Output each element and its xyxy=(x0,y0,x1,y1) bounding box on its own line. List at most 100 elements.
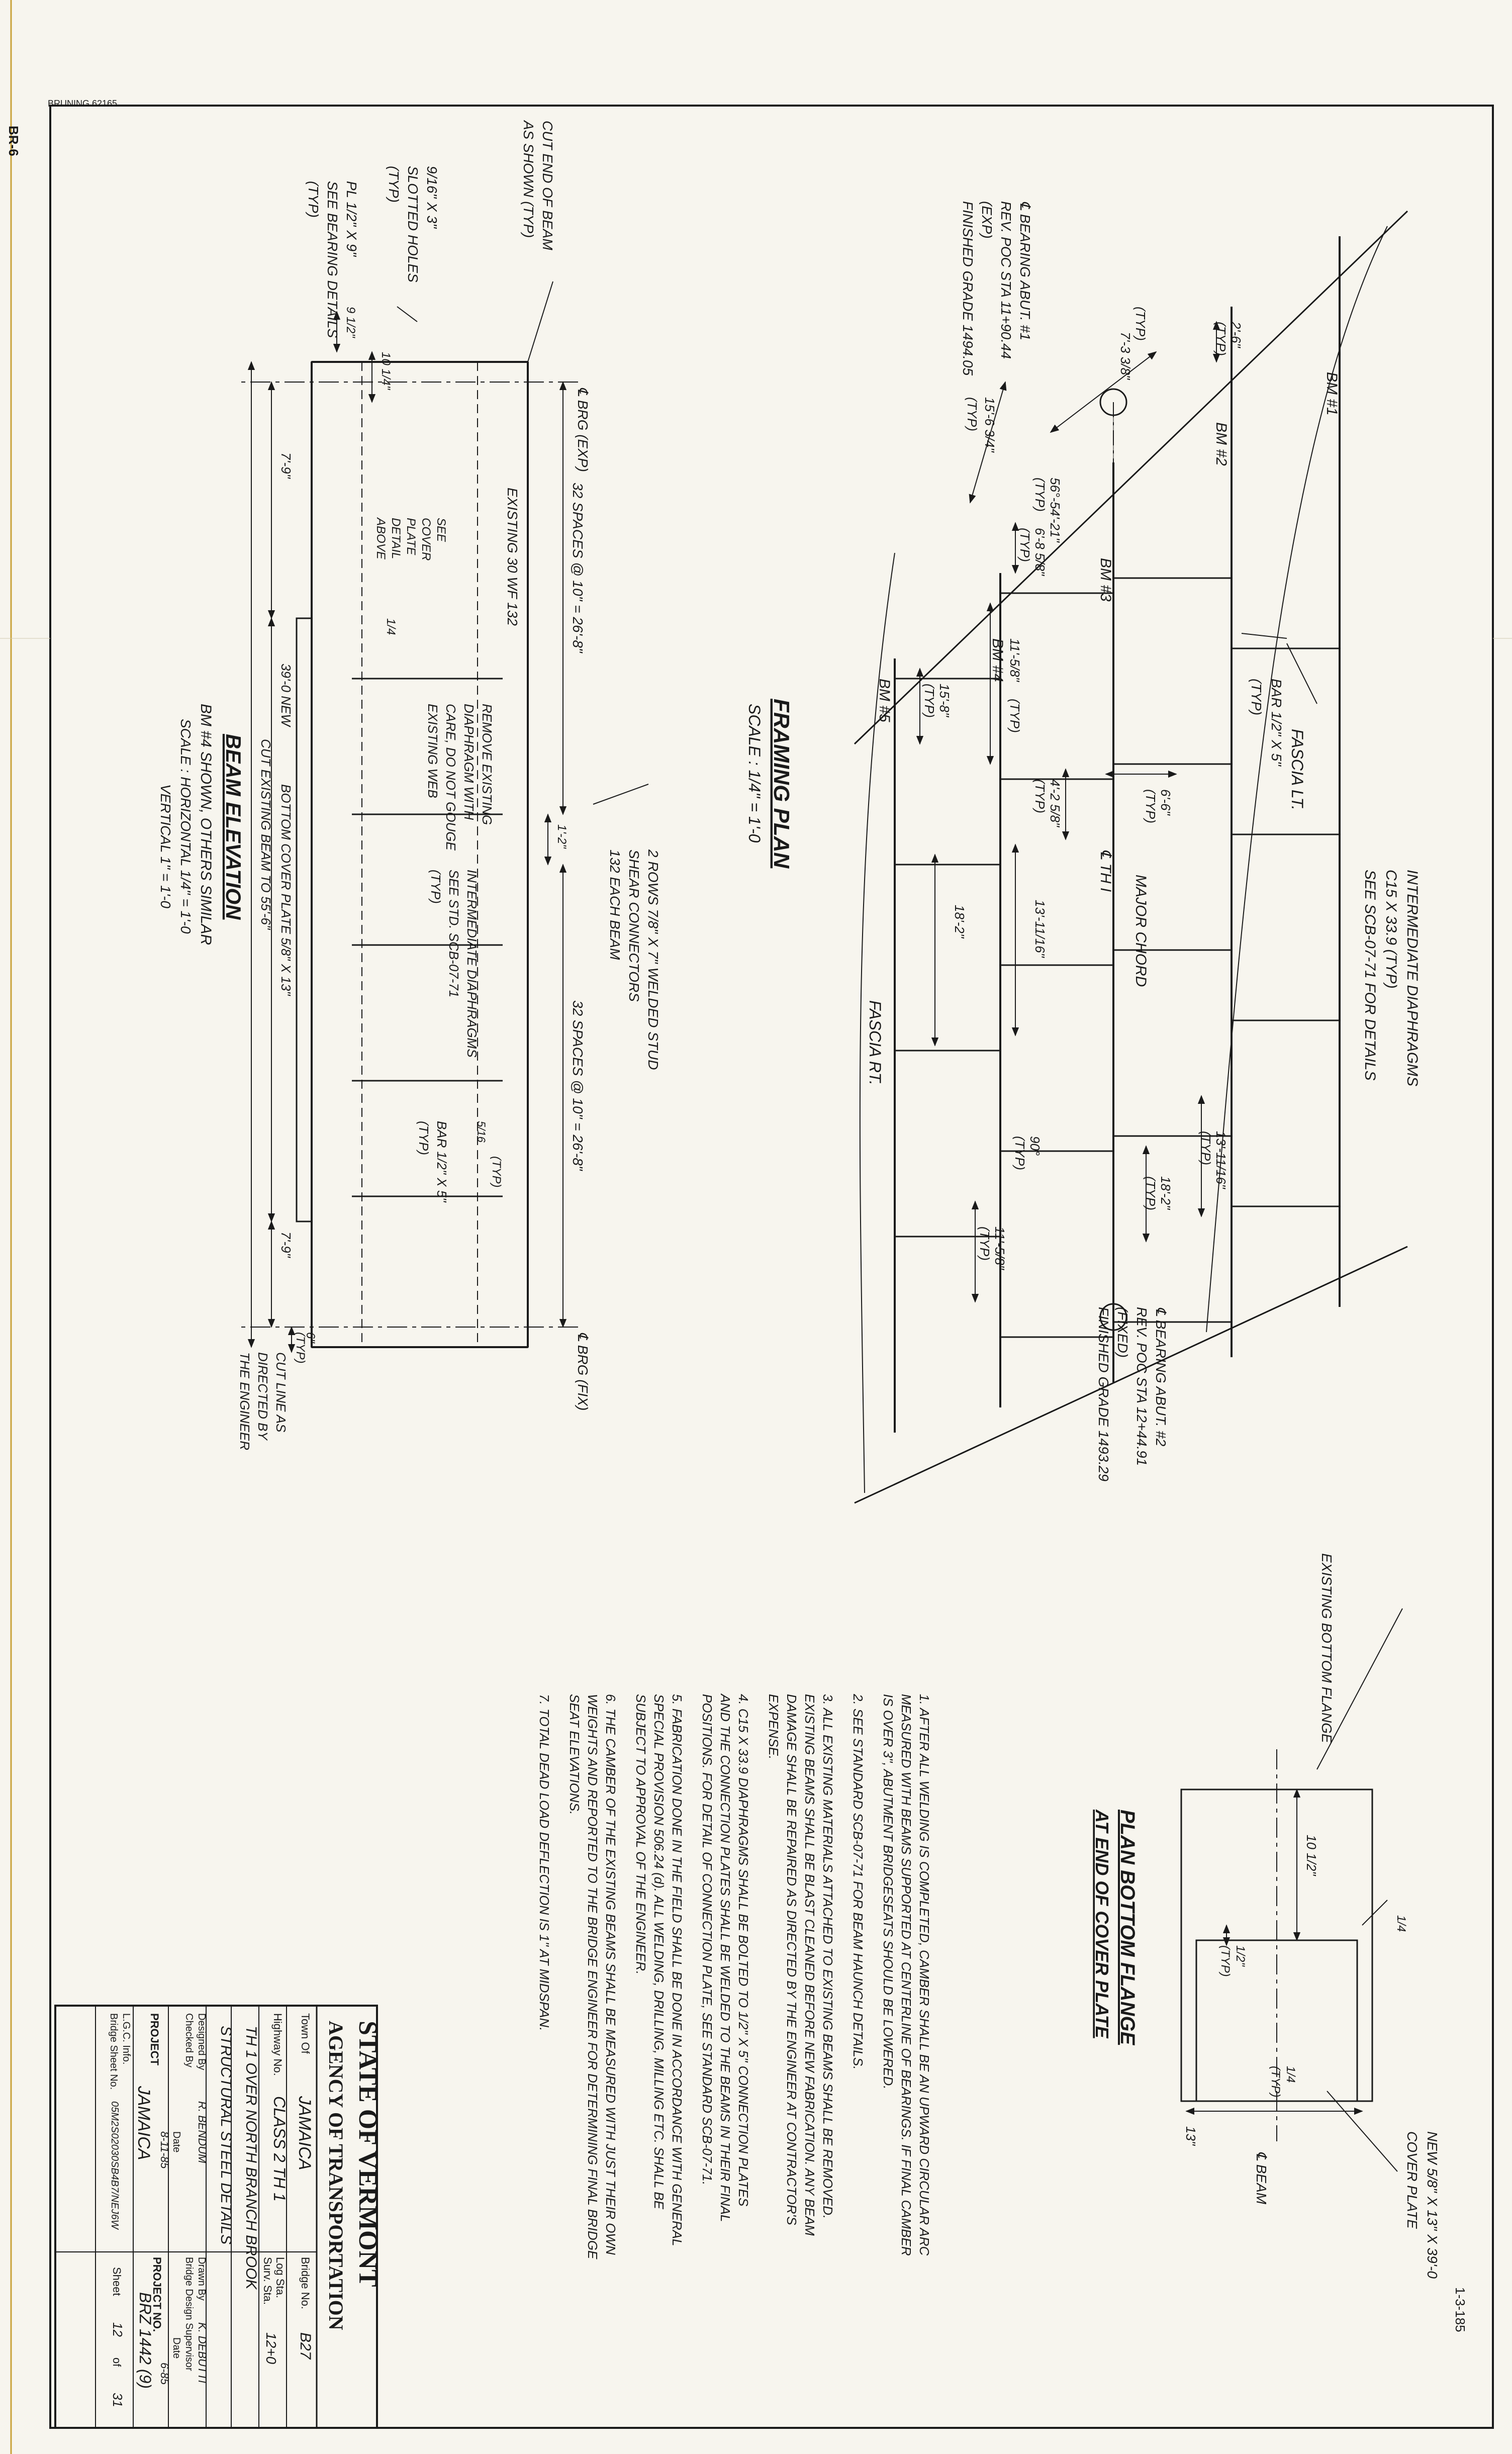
tb-log-sta-label: Log Sta. xyxy=(274,2257,287,2298)
th-centerline-label: ℄ TH I xyxy=(1097,850,1114,892)
beam-slotted-line-3: (TYP) xyxy=(386,166,402,203)
tb-sheet-desc: STRUCTURAL STEEL DETAILS xyxy=(218,2026,234,2244)
beam-cut-end-line-2: AS SHOWN (TYP) xyxy=(521,120,536,238)
dim-2-6-typ: (TYP) xyxy=(1213,322,1228,356)
cover-detail-new-plate-note-line-2: COVER PLATE xyxy=(1404,2131,1420,2229)
tb-surv-sta: 12+0 xyxy=(263,2332,279,2364)
dim-18-2-right-text: 18'-2" xyxy=(1158,1176,1173,1210)
tb-project-label: PROJECT xyxy=(148,2013,161,2065)
bearing-abut-1-note-line-4: FINISHED GRADE 1494.05 xyxy=(960,201,976,375)
beam-cover-ref-line-3: PLATE xyxy=(404,518,418,555)
beam-plate-line-2: SEE BEARING DETAILS xyxy=(325,181,340,338)
cover-detail-title: PLAN BOTTOM FLANGE xyxy=(1116,1810,1139,2045)
tb-highway-label: Highway No. xyxy=(271,2013,284,2076)
beam-plate-line-1: PL 1/2" X 9" xyxy=(344,181,359,257)
general-note-3-cont-1: EXISTING BEAMS SHALL BE BLAST CLEANED BE… xyxy=(802,1694,817,2236)
beam-cover-ref-line-2: COVER xyxy=(419,518,433,560)
diaphragm-note-line-1: INTERMEDIATE DIAPHRAGMS xyxy=(1404,870,1421,1086)
dim-6-6-typ: (TYP) xyxy=(1143,789,1158,823)
framing-bar-note-line-2: (TYP) xyxy=(1249,679,1264,715)
fascia-lt-label: FASCIA LT. xyxy=(1288,729,1306,810)
tb-project-no-label: PROJECT NO. xyxy=(151,2257,163,2332)
cover-detail-existing-flange: EXISTING BOTTOM FLANGE xyxy=(1319,1553,1335,1743)
framing-plan-scale: SCALE : 1/4" = 1'-0 xyxy=(745,704,764,842)
beam-elevation-scale-h: SCALE : HORIZONTAL 1/4" = 1'-0 xyxy=(178,719,194,934)
beam-dim-6: 6" xyxy=(304,1332,317,1344)
tb-surv-sta-label: Surv. Sta. xyxy=(261,2257,274,2305)
cover-detail-leader-existing xyxy=(1316,1608,1403,1770)
beam-stud-note-line-3: 132 EACH BEAM xyxy=(607,850,623,960)
beam-inter-diaph-line-3: (TYP) xyxy=(428,870,443,904)
beam-cover-ref-line-4: DETAIL xyxy=(389,518,403,559)
tb-designed-label: Designed By xyxy=(196,2013,207,2070)
tb-town-label: Town Of xyxy=(299,2013,312,2054)
dim-7-3-8 xyxy=(1050,351,1157,433)
beam-cut-end-line-1: CUT END OF BEAM xyxy=(540,121,555,250)
tb-drawn: K. DEBUTTI xyxy=(196,2322,209,2383)
general-note-3: 3. ALL EXISTING MATERIALS ATTACHED TO EX… xyxy=(820,1694,835,2219)
general-note-1: 1. AFTER ALL WELDING IS COMPLETED, CAMBE… xyxy=(917,1694,932,2256)
dim-6-8-5-8-typ: (TYP) xyxy=(1017,528,1032,562)
beam-spaces-right: 32 SPACES @ 10" = 26'-8" xyxy=(570,1000,586,1171)
general-note-6-cont-2: SEAT ELEVATIONS. xyxy=(567,1694,582,1815)
beam-cut-line-line-1: CUT LINE AS xyxy=(273,1352,289,1433)
general-note-3-cont-3: EXPENSE. xyxy=(766,1694,781,1759)
general-note-4-cont-1: AND THE CONNECTION PLATES SHALL BE WELDE… xyxy=(718,1693,733,2222)
tb-sheet-no: 12 xyxy=(110,2322,125,2337)
framing-bar-note-line-1: BAR 1/2" X 5" xyxy=(1269,679,1284,767)
beam-dim-10-1-4: 10 1/4" xyxy=(379,352,393,391)
beam-bar-note-line-2: (TYP) xyxy=(416,1121,431,1155)
dim-11-5-8-right-typ: (TYP) xyxy=(977,1226,992,1261)
tb-bridge-sheet-label: Bridge Sheet No. xyxy=(108,2013,119,2090)
dim-11-5-8-right-text: 11'-5/8" xyxy=(992,1226,1007,1271)
bearing-abut-1-note-line-3: (EXP) xyxy=(979,201,995,239)
dim-18-2-right-typ: (TYP) xyxy=(1143,1176,1158,1210)
tb-project: JAMAICA xyxy=(134,2086,153,2160)
beam-elevation-scale-v: VERTICAL 1" = 1'-0 xyxy=(158,784,173,908)
beam-brg-exp: ℄ BRG (EXP) xyxy=(575,387,591,472)
general-note-4: 4. C15 X 33.9 DIAPHRAGMS SHALL BE BOLTED… xyxy=(736,1694,751,2207)
beam-elevation-outline xyxy=(311,361,529,1348)
beam-dim-1-2: 1'-2" xyxy=(555,824,569,849)
beam-label-bm5: BM #5 xyxy=(876,679,893,722)
dim-15-6-3-4-typ: (TYP) xyxy=(965,397,980,431)
dim-11-5-8-text: 11'-5/8" xyxy=(1007,638,1022,683)
beam-dim-6-typ: (TYP) xyxy=(294,1332,307,1364)
tb-lgc-label: L.G.C. Info. xyxy=(121,2013,132,2064)
dim-15-8-typ: (TYP) xyxy=(922,684,937,718)
beam-weld-1-4: 1/4 xyxy=(384,618,398,635)
beam-dim-9-1-2: 9 1/2" xyxy=(344,307,357,338)
fascia-rt-label: FASCIA RT. xyxy=(866,1000,884,1085)
cover-detail-beam-cl-label: ℄ BEAM xyxy=(1254,2151,1269,2205)
leader-stud-note xyxy=(593,784,649,805)
beam-inter-diaph-line-2: SEE STD. SCB-07-71 xyxy=(446,870,461,997)
beam-cut-line-line-3: THE ENGINEER xyxy=(237,1352,252,1450)
general-note-3-cont-2: DAMAGE SHALL BE REPAIRED AS DIRECTED BY … xyxy=(784,1694,799,2225)
tb-bridge-sheet: 05M2S02030SB4B7/NEJ6W xyxy=(109,2101,120,2230)
bearing-abut-2-note-line-4: FINISHED GRADE 1493.29 xyxy=(1096,1307,1111,1481)
leader-slotted xyxy=(397,306,418,322)
beam-cut-existing: CUT EXISTING BEAM TO 55'-6" xyxy=(258,739,273,930)
beam-stud-note-line-2: SHEAR CONNECTORS xyxy=(626,850,642,1002)
dim-13-11-16-right-text: 13'-11/16" xyxy=(1213,1131,1228,1190)
tb-sheet-label: Sheet xyxy=(111,2267,123,2296)
tb-checked-label: Checked By xyxy=(183,2013,195,2067)
beam-cover-ref-line-1: SEE xyxy=(434,518,448,542)
angle-90-text: 90° xyxy=(1027,1136,1043,1156)
leader-diaphragm-note xyxy=(1286,643,1317,704)
sheet-border xyxy=(49,105,1494,2429)
beam-label-bm3: BM #3 xyxy=(1097,558,1114,602)
tb-agency: AGENCY OF TRANSPORTATION xyxy=(325,2021,347,2330)
br-code: BR-6 xyxy=(6,126,21,156)
bearing-line-abut-2 xyxy=(854,1246,1408,1504)
tb-date-supervisor: 6-85 xyxy=(158,2363,171,2385)
beam-elevation-title: BEAM ELEVATION xyxy=(222,734,245,920)
dim-15-8-text: 15'-8" xyxy=(937,684,952,718)
tb-bridge-no-label: Bridge No. xyxy=(299,2257,312,2309)
dim-7-3-8-text: 7'-3 3/8" xyxy=(1118,332,1133,381)
general-note-6: 6. THE CAMBER OF THE EXISTING BEAMS SHAL… xyxy=(603,1694,618,2255)
dim-13-11-16-right-typ: (TYP) xyxy=(1198,1131,1213,1165)
beam-slotted-line-1: 9/16" X 3" xyxy=(424,166,440,229)
